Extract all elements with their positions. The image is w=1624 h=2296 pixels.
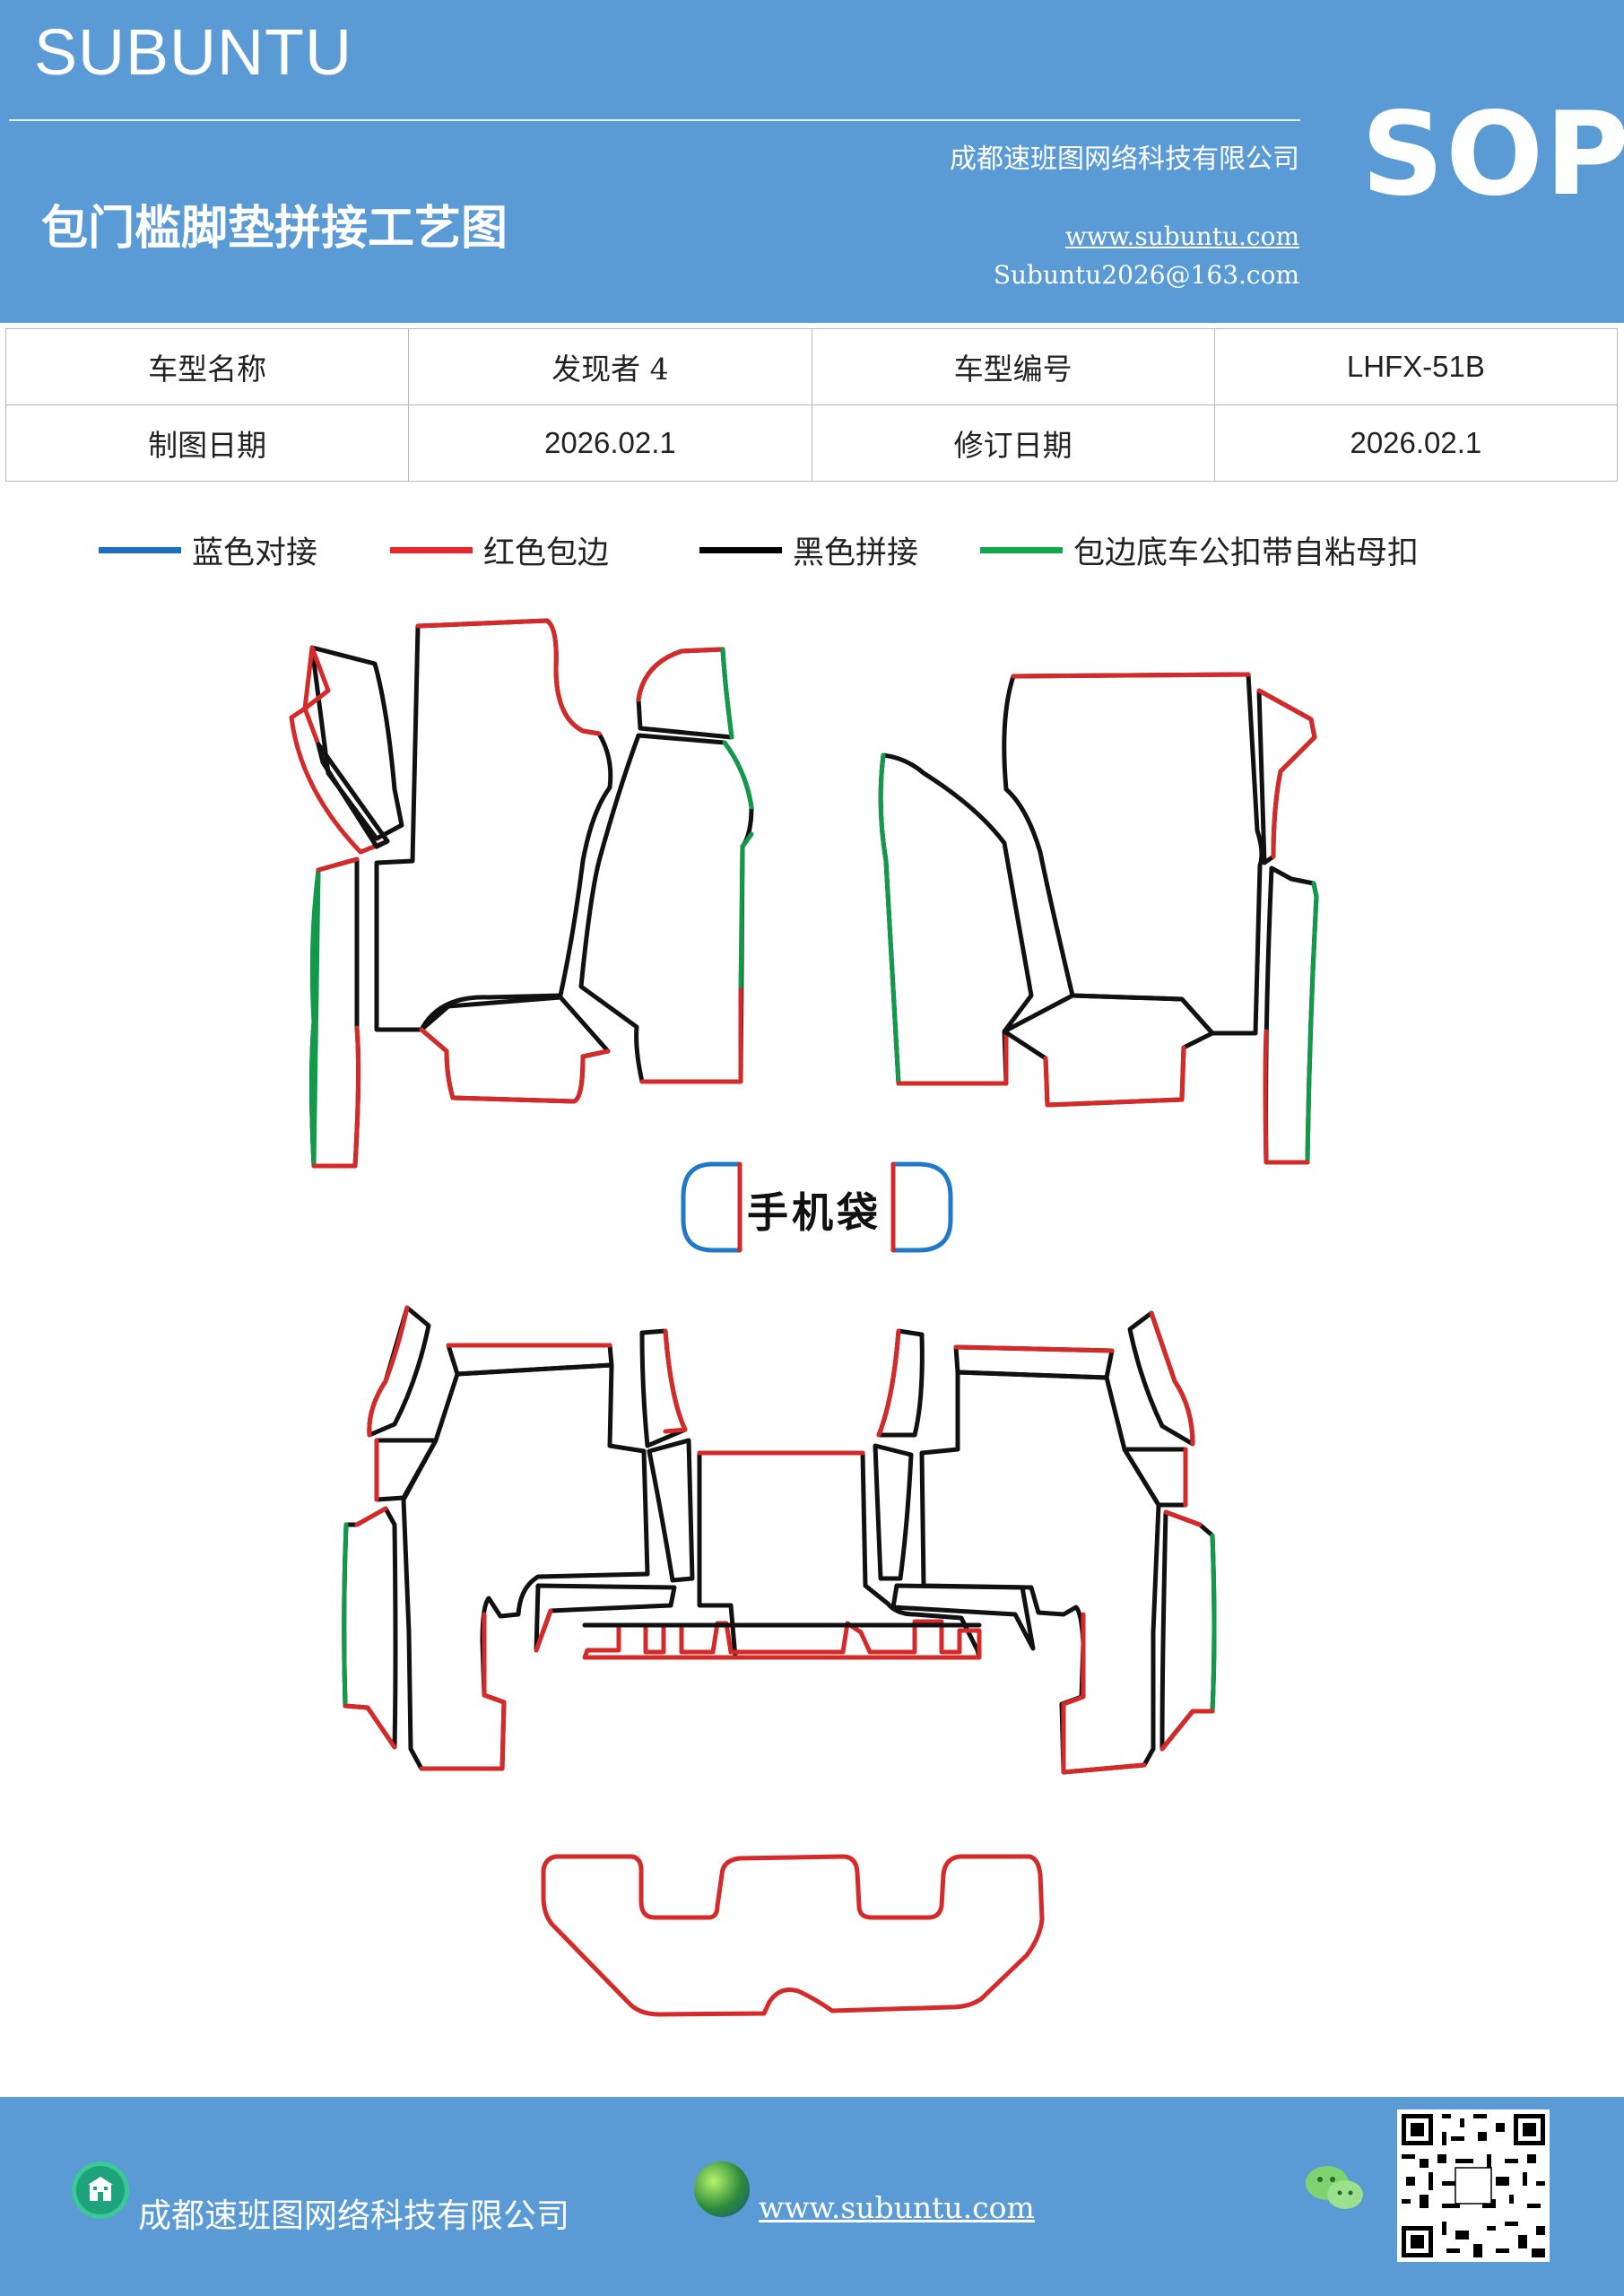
company-name: 成都速班图网络科技有限公司: [950, 144, 1299, 175]
draw-date-label: 制图日期: [4, 404, 410, 482]
front-left-mat: [289, 618, 754, 1169]
draw-date-value: 2026.02.1: [408, 404, 812, 482]
qr-code: [1397, 2109, 1550, 2262]
building-icon: [72, 2161, 129, 2219]
rear-mat-right: [873, 1310, 1217, 1775]
legend-item-green: 包边底车公扣带自粘母扣: [980, 527, 1419, 572]
legend-item-blue: 蓝色对接: [99, 527, 317, 572]
front-right-mat: [878, 672, 1319, 1165]
legend-label: 包边底车公扣带自粘母扣: [1073, 535, 1420, 571]
footer-website[interactable]: www.subuntu.com: [759, 2190, 1035, 2225]
legend-swatch-black: [699, 546, 782, 553]
phone-pocket: 手机袋: [681, 1161, 953, 1253]
footer-company: 成都速班图网络科技有限公司: [138, 2196, 569, 2235]
model-code-value: LHFX-51B: [1213, 328, 1619, 405]
model-code-label: 车型编号: [811, 328, 1215, 405]
legend-label: 黑色拼接: [793, 535, 919, 571]
email-address: Subuntu2026@163.com: [993, 260, 1299, 290]
header-divider: [9, 119, 1300, 121]
website-link[interactable]: www.subuntu.com: [1064, 222, 1299, 251]
info-table: 车型名称 发现者 4 车型编号 LHFX-51B 制图日期 2026.02.1 …: [4, 328, 1619, 482]
legend-item-red: 红色包边: [390, 527, 609, 572]
table-row: 制图日期 2026.02.1 修订日期 2026.02.1: [4, 404, 1619, 482]
floor-mat-diagram: 手机袋: [289, 618, 1319, 2017]
revise-date-label: 修订日期: [811, 404, 1215, 482]
phone-pocket-label: 手机袋: [747, 1188, 881, 1237]
legend-swatch-blue: [99, 546, 181, 553]
table-row: 车型名称 发现者 4 车型编号 LHFX-51B: [4, 328, 1619, 405]
legend-label: 红色包边: [483, 535, 610, 571]
revise-date-value: 2026.02.1: [1213, 404, 1619, 482]
model-name-value: 发现者 4: [408, 328, 812, 405]
rear-mat-center: [582, 1450, 982, 1660]
legend-swatch-red: [390, 546, 473, 553]
model-name-label: 车型名称: [4, 328, 410, 405]
wechat-icon: [1304, 2161, 1367, 2215]
legend-label: 蓝色对接: [192, 535, 318, 571]
brand-name: SUBUNTU: [34, 17, 353, 89]
legend-swatch-green: [980, 546, 1063, 553]
document-title: 包门槛脚垫拼接工艺图: [41, 202, 508, 256]
rear-mat-left: [342, 1305, 695, 1771]
sop-badge: SOP: [1361, 88, 1624, 222]
header-banner: [0, 0, 1624, 323]
trunk-mat: [541, 1854, 1045, 2017]
globe-icon: [694, 2161, 750, 2217]
legend-item-black: 黑色拼接: [699, 527, 918, 572]
